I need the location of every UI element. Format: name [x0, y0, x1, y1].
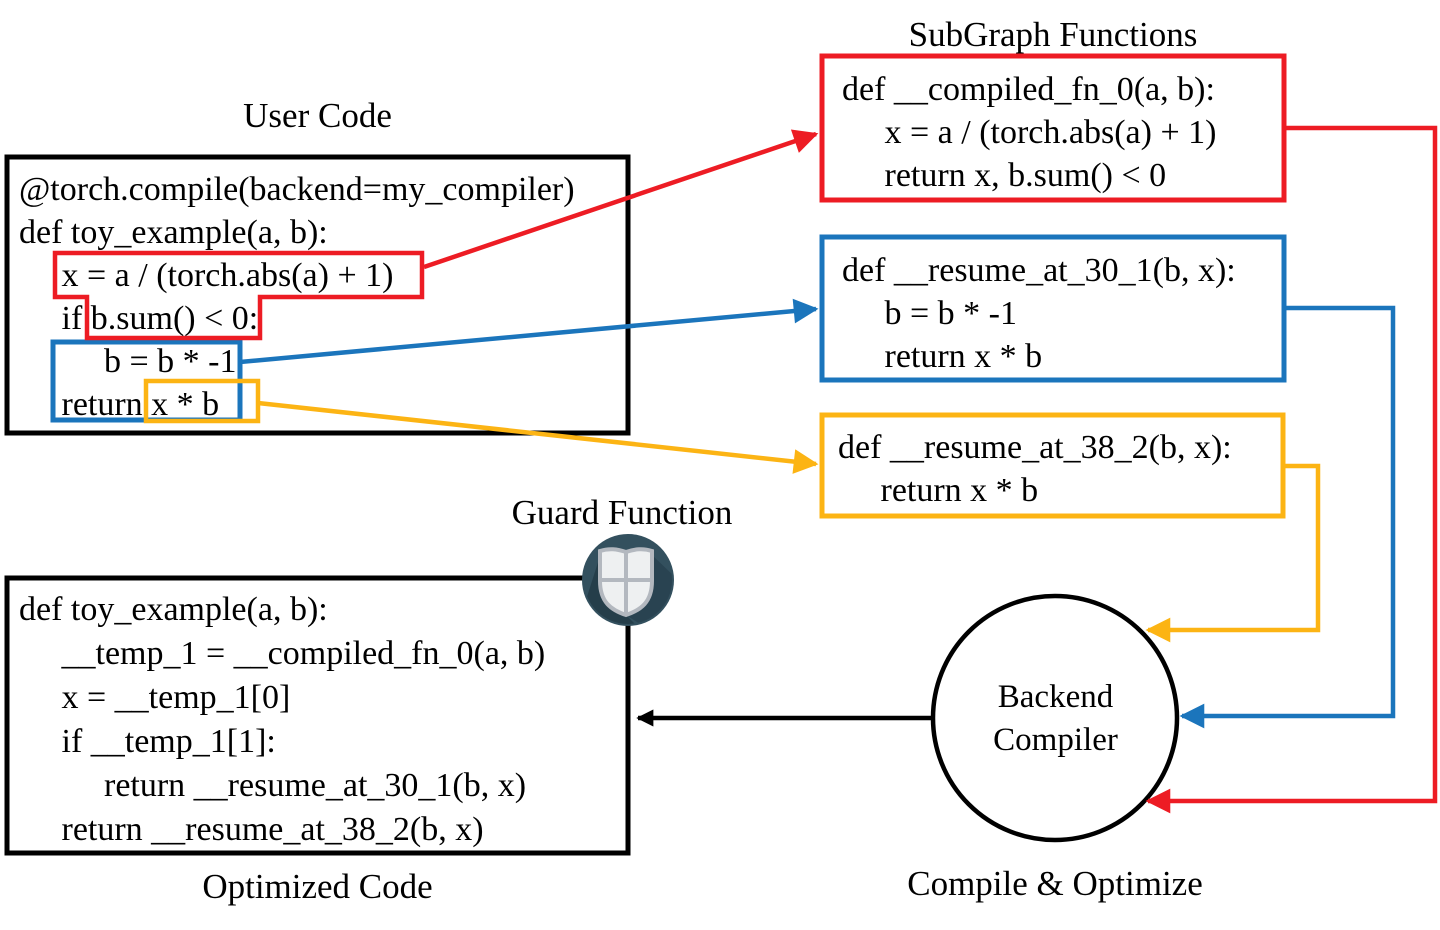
resume-at-38-2-code: def __resume_at_38_2(b, x): return x * b — [838, 429, 1232, 509]
arrow-yellow-usercode-to-subgraph — [257, 400, 819, 474]
arrow-blue-usercode-to-subgraph — [239, 298, 819, 365]
compiled-fn-0-box — [819, 53, 1287, 203]
user-code-block: @torch.compile(backend=my_compiler)def t… — [19, 171, 575, 423]
subgraph-functions-title: SubGraph Functions — [908, 15, 1198, 54]
resume-at-38-2-box — [819, 412, 1286, 519]
optimized-code-title: Optimized Code — [202, 867, 433, 906]
user-code-yellow-highlight — [143, 378, 261, 424]
user-code-red-highlight — [52, 250, 425, 341]
resume-at-30-1-code: def __resume_at_30_1(b, x): b = b * -1 r… — [842, 252, 1236, 375]
optimized-code-block: def toy_example(a, b): __temp_1 = __comp… — [19, 591, 546, 848]
optimized-code-box — [4, 575, 631, 856]
backend-compiler-label-line1: Backend — [997, 679, 1114, 715]
arrow-yellow-subgraph-to-compiler — [1145, 463, 1321, 643]
compiled-fn-0-code: def __compiled_fn_0(a, b): x = a / (torc… — [842, 71, 1217, 194]
arrow-blue-subgraph-to-compiler — [1179, 305, 1396, 729]
guard-function-title: Guard Function — [511, 493, 733, 532]
backend-compiler-circle — [930, 593, 1180, 843]
arrow-red-subgraph-to-compiler — [1145, 125, 1438, 814]
user-code-title: User Code — [243, 96, 392, 135]
compile-optimize-label: Compile & Optimize — [907, 864, 1203, 903]
backend-compiler-label: Backend Compiler — [935, 676, 1176, 762]
arrow-red-usercode-to-subgraph — [423, 129, 819, 270]
backend-compiler-label-line2: Compiler — [993, 722, 1118, 758]
